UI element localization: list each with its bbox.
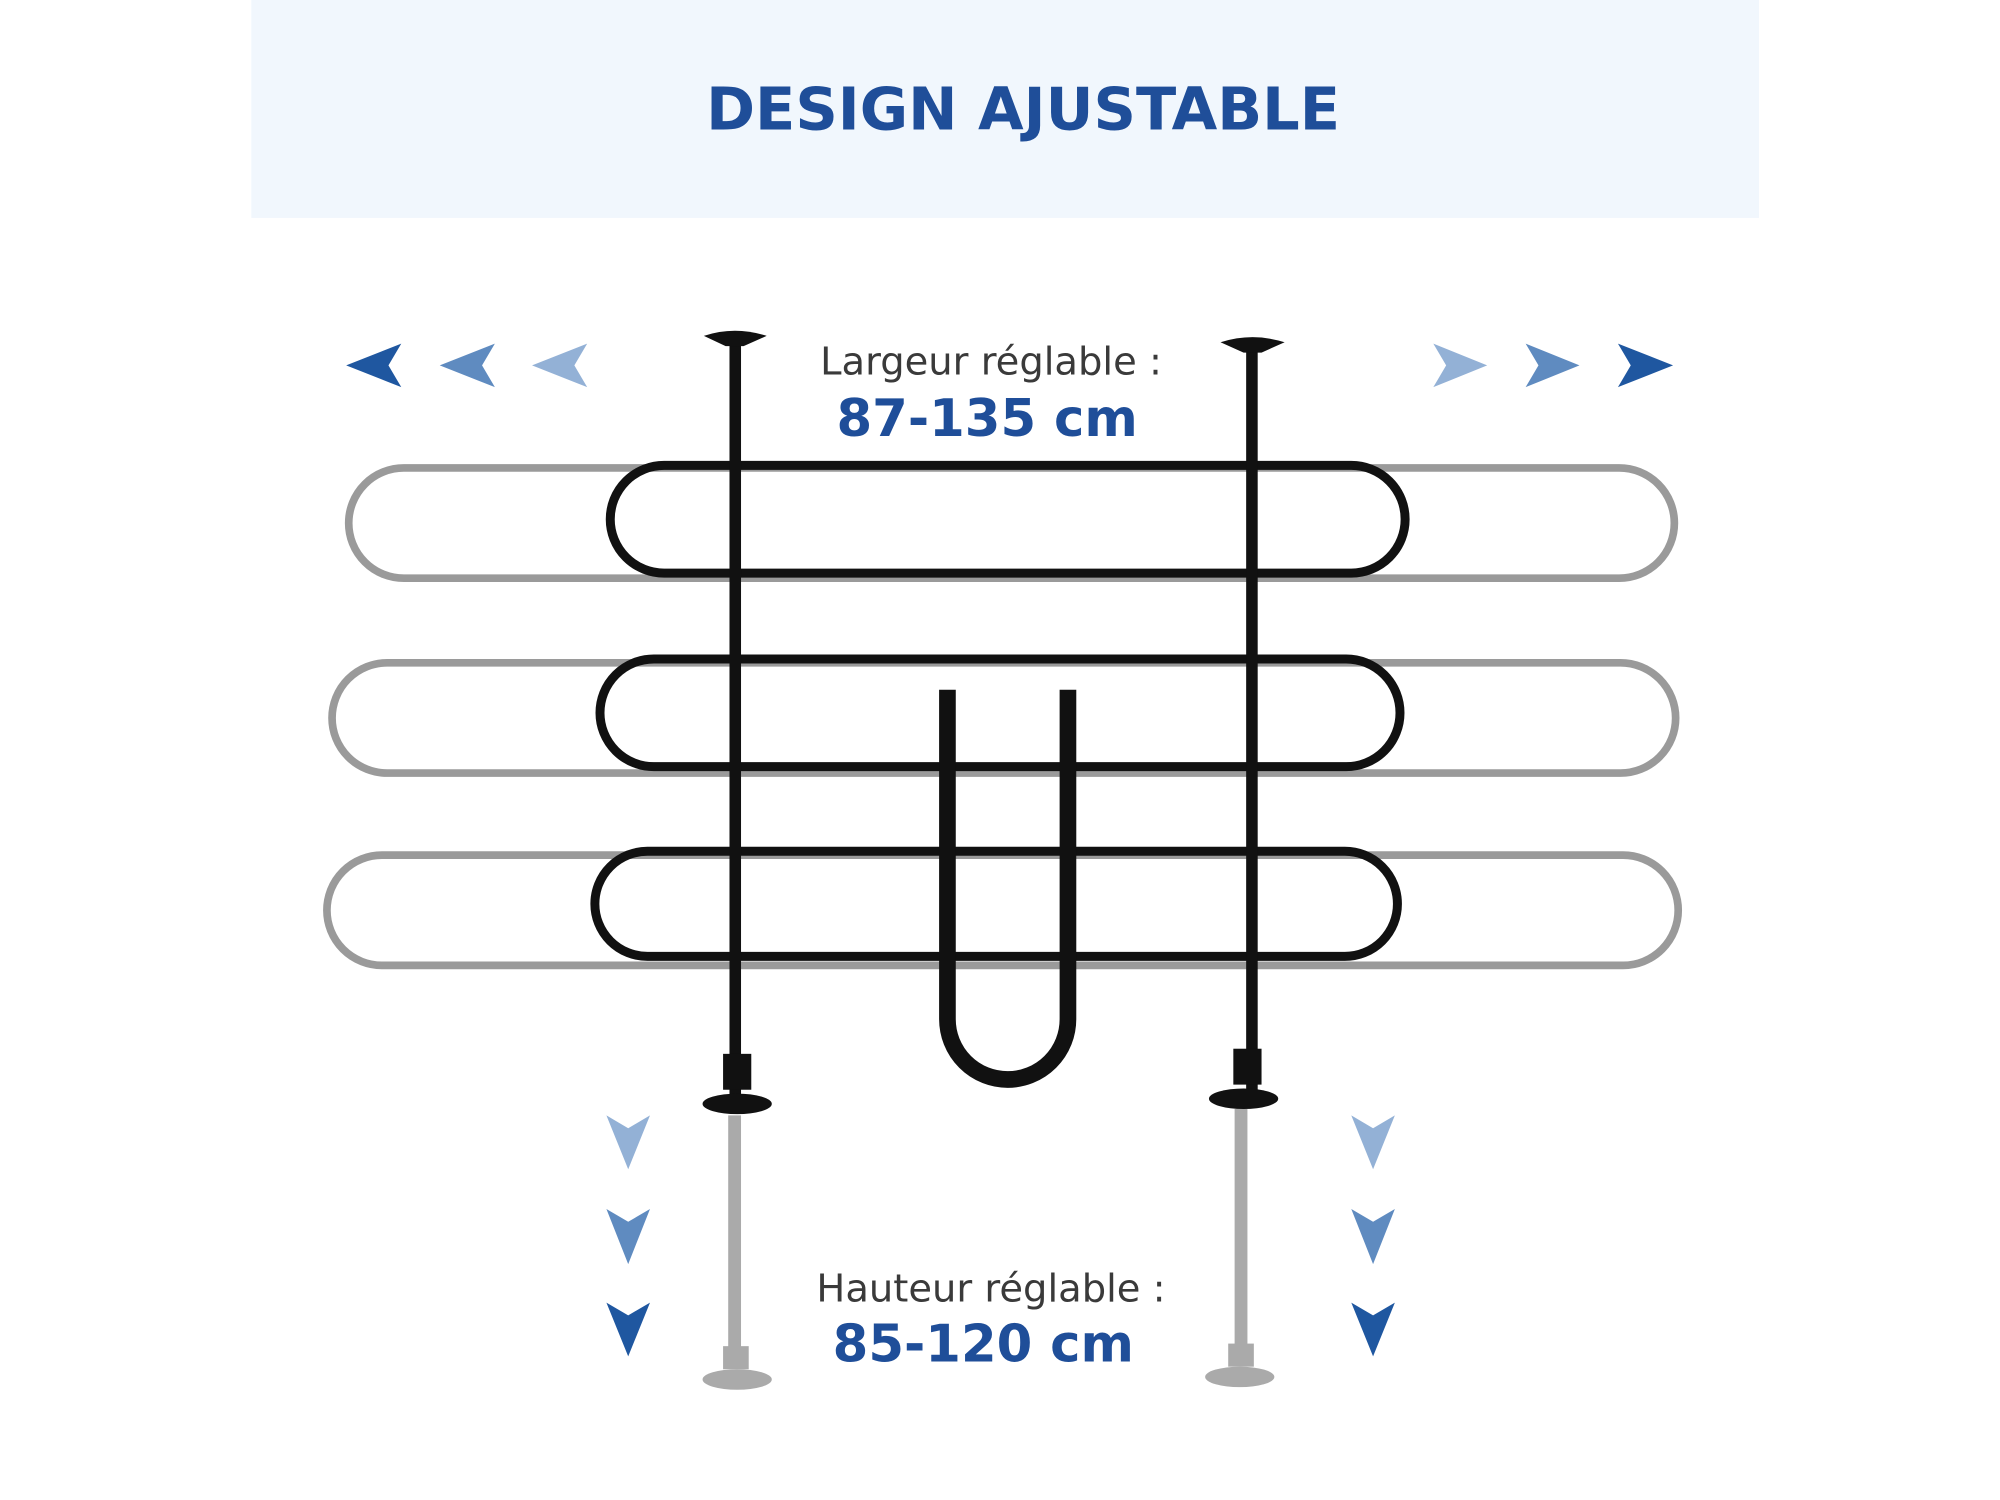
arrows-down-right-icon	[1351, 1115, 1395, 1357]
barrier-product	[590, 330, 1410, 1115]
arrow-down-icon	[606, 1208, 650, 1265]
height-value: 85-120 cm	[833, 1315, 1134, 1375]
arrow-right-icon	[1525, 343, 1580, 388]
header-band	[251, 0, 1759, 218]
arrows-down-left-icon	[606, 1115, 650, 1357]
arrows-right-icon	[1433, 343, 1674, 388]
arrow-down-icon	[1351, 1115, 1395, 1170]
page-title: DESIGN AJUSTABLE	[706, 74, 1340, 143]
width-label: Largeur réglable :	[820, 339, 1162, 384]
width-value: 87-135 cm	[837, 389, 1138, 449]
arrow-down-icon	[1351, 1208, 1395, 1265]
arrow-down-icon	[606, 1115, 650, 1170]
arrow-left-icon	[439, 343, 495, 388]
arrow-down-icon	[1351, 1302, 1395, 1357]
extended-barrier-ghost	[323, 464, 1683, 1390]
arrow-down-icon	[606, 1302, 650, 1357]
arrow-right-icon	[1617, 343, 1674, 388]
arrows-left-icon	[346, 343, 588, 388]
arrow-right-icon	[1433, 343, 1488, 388]
height-label: Hauteur réglable :	[816, 1266, 1165, 1311]
arrow-left-icon	[346, 343, 402, 388]
arrow-left-icon	[532, 343, 588, 388]
